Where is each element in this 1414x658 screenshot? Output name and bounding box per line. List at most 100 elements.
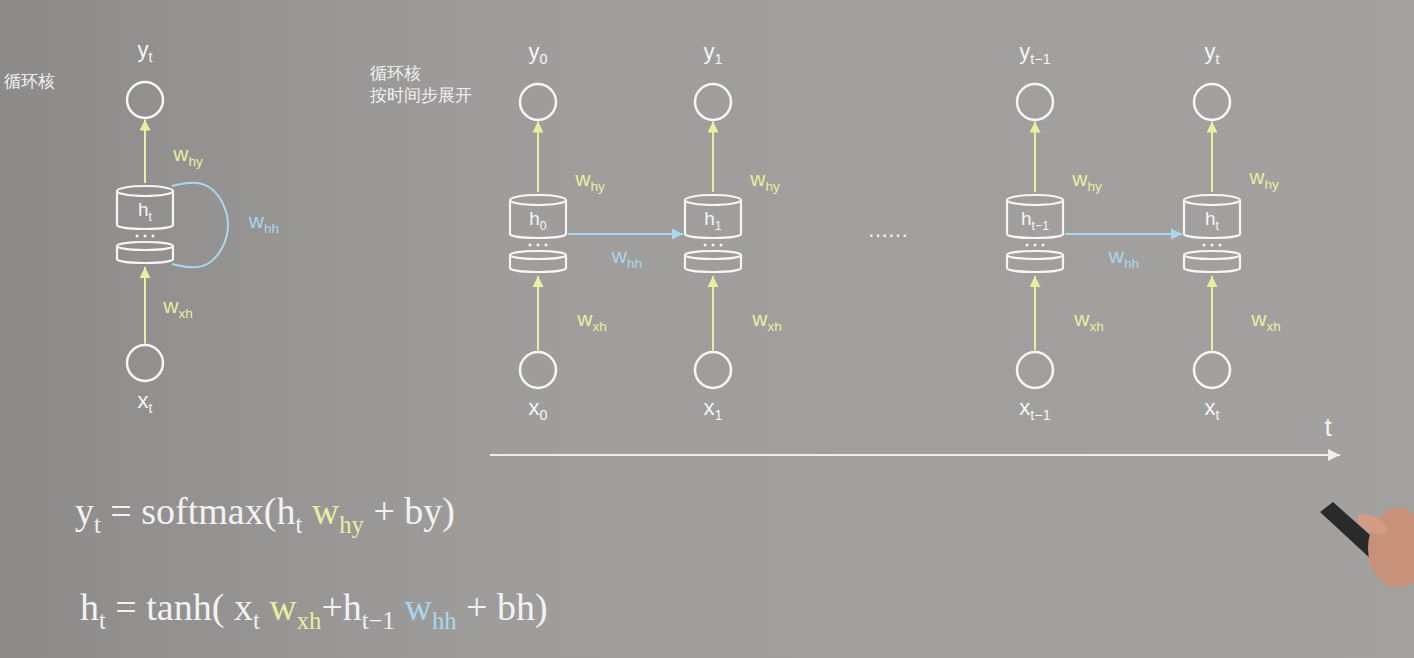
cell-stack-symbol	[683, 192, 743, 276]
variable-label: y0	[529, 38, 548, 68]
weight-arrow	[144, 267, 146, 344]
circle-outline	[695, 84, 731, 120]
math-symbol: x1	[704, 395, 723, 420]
symbol-subscript: t	[1216, 51, 1220, 67]
math-symbol: yt	[138, 37, 153, 62]
weight-arrow	[1211, 276, 1213, 351]
symbol-base: x	[529, 395, 540, 420]
symbol-base: w	[612, 244, 627, 267]
hidden-cell: ht−1	[1005, 192, 1065, 276]
state-label: ht−1	[1021, 205, 1049, 235]
symbol-base: y	[75, 490, 94, 532]
math-symbol: h0	[529, 208, 546, 229]
math-symbol: ht	[80, 586, 106, 628]
math-symbol: whh	[249, 209, 279, 232]
symbol-subscript: t	[149, 49, 153, 65]
weight-label: wxh	[163, 293, 193, 322]
state-label: h1	[704, 205, 721, 235]
panel-title: 循环核	[4, 70, 55, 92]
variable-label: xt−1	[1019, 394, 1050, 424]
cell-stack-symbol	[115, 183, 175, 267]
math-symbol: whh	[612, 244, 642, 267]
symbol-subscript: hh	[627, 256, 642, 271]
formula: ht = tanh( xt wxh+ht−1 whh + bh)	[80, 583, 548, 632]
math-symbol: why	[1072, 167, 1102, 190]
circle-outline	[520, 84, 556, 120]
math-symbol: whh	[1109, 244, 1139, 267]
math-symbol: xt	[1205, 395, 1220, 420]
ellipsis-dot	[136, 235, 139, 238]
symbol-base: w	[1251, 307, 1266, 330]
cylinder-top	[1184, 195, 1240, 205]
cylinder-body	[1007, 200, 1063, 238]
presenter-hand	[1320, 502, 1414, 588]
symbol-base: w	[269, 586, 296, 628]
ellipsis-dot	[1026, 244, 1029, 247]
variable-label: x1	[704, 394, 723, 424]
variable-label: yt	[138, 36, 153, 66]
symbol-subscript: t	[295, 512, 302, 539]
symbol-base: y	[138, 37, 149, 62]
symbol-subscript: 1	[715, 407, 723, 423]
math-symbol: why	[1249, 165, 1279, 188]
symbol-base: h	[1205, 208, 1216, 229]
cylinder-top	[510, 195, 566, 205]
symbol-base: h	[80, 586, 99, 628]
math-symbol: wxh	[577, 307, 607, 330]
symbol-base: x	[704, 395, 715, 420]
symbol-subscript: xh	[1266, 319, 1280, 334]
state-arrow	[568, 233, 683, 235]
ellipsis-dot	[1042, 244, 1045, 247]
ellipsis-dot	[545, 244, 548, 247]
recurrent-loop	[172, 182, 228, 267]
output-node: y0	[508, 38, 568, 122]
variable-label: yt	[1205, 38, 1220, 68]
weight-label: why	[575, 166, 605, 195]
weight-arrow	[1034, 276, 1036, 351]
math-symbol: yt	[1205, 39, 1220, 64]
weight-label: why	[750, 166, 780, 195]
symbol-subscript: t	[94, 512, 101, 539]
math-symbol: h1	[704, 208, 721, 229]
symbol-subscript: t	[1216, 219, 1219, 233]
symbol-base: h	[529, 208, 540, 229]
circle-outline	[1194, 352, 1230, 388]
ellipsis-dot	[1203, 244, 1206, 247]
weight-label: whh	[249, 208, 279, 237]
weight-label: wxh	[752, 306, 782, 335]
math-symbol: ht−1	[1021, 208, 1049, 229]
math-symbol: y1	[704, 39, 723, 64]
node-circle	[125, 343, 165, 383]
weight-label: wxh	[1251, 306, 1281, 335]
ellipsis-dot	[720, 244, 723, 247]
output-node: yt	[115, 36, 175, 120]
symbol-base: y	[1205, 39, 1216, 64]
math-symbol: y0	[529, 39, 548, 64]
node-circle	[518, 82, 558, 122]
cylinder-body	[510, 200, 566, 238]
ellipsis-mark: ……	[868, 217, 908, 243]
state-label: ht	[138, 196, 152, 226]
state-arrow	[1065, 233, 1182, 235]
cell-stack-symbol	[508, 192, 568, 276]
ellipsis-dot	[704, 244, 707, 247]
circle-outline	[1017, 84, 1053, 120]
symbol-subscript: 0	[540, 407, 548, 423]
math-symbol: why	[750, 167, 780, 190]
symbol-base: w	[163, 294, 178, 317]
symbol-base: w	[577, 307, 592, 330]
symbol-subscript: hy	[1264, 177, 1278, 192]
cell-stack-symbol	[1005, 192, 1065, 276]
math-symbol: wxh	[269, 586, 321, 628]
weight-label: why	[1072, 166, 1102, 195]
symbol-subscript: xh	[297, 608, 322, 635]
symbol-base: w	[1109, 244, 1124, 267]
ellipsis-dot	[712, 244, 715, 247]
symbol-base: w	[752, 307, 767, 330]
input-node: x0	[508, 350, 568, 434]
symbol-subscript: hh	[1124, 256, 1139, 271]
output-node: yt−1	[1005, 38, 1065, 122]
symbol-base: w	[1249, 165, 1264, 188]
math-symbol: ht	[1205, 208, 1219, 229]
